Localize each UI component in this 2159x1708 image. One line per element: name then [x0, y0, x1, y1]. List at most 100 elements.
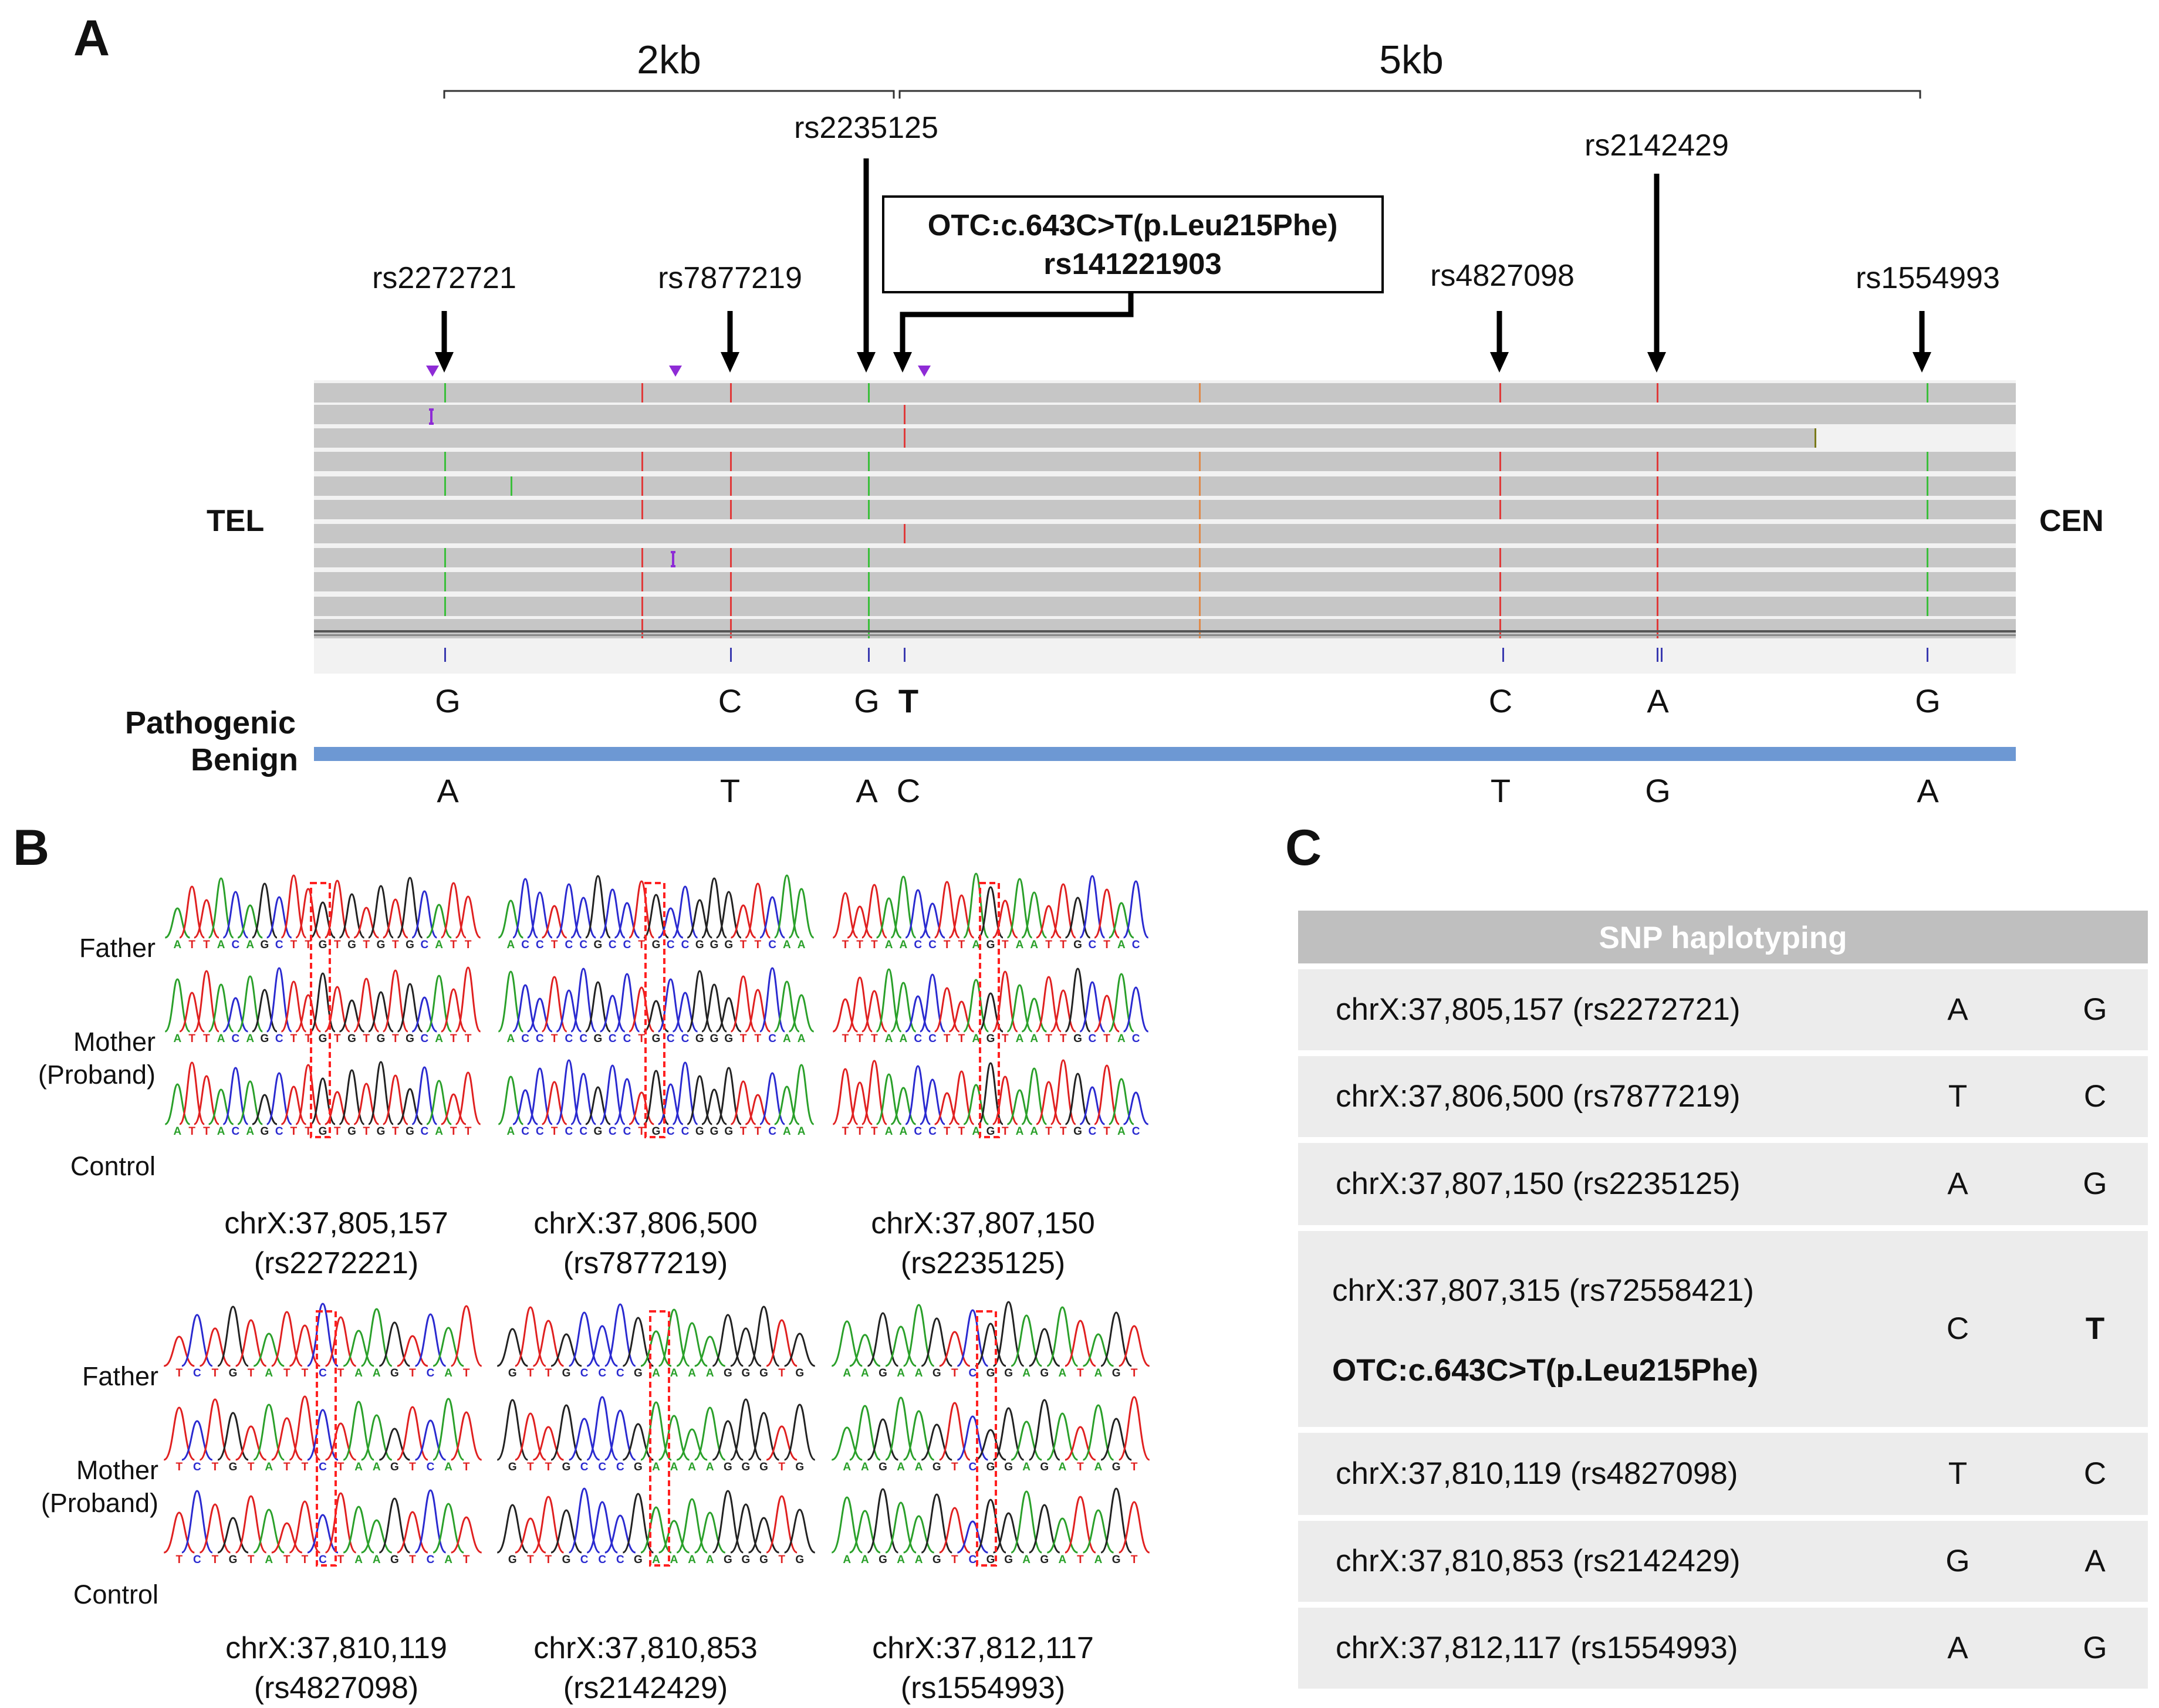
chromatogram-peak	[253, 1403, 285, 1461]
chromatogram-base-call: T	[856, 1033, 863, 1045]
chromatogram-peak	[271, 1417, 303, 1461]
chromatogram-base-call: A	[900, 939, 908, 951]
chromatogram-peak	[512, 878, 539, 939]
chromatogram-base-call: G	[879, 1367, 887, 1379]
chromatogram-peak	[496, 1328, 528, 1367]
chromatogram-peak	[237, 975, 263, 1033]
table-row: OTC:c.643C>T(p.Leu215Phe)chrX:37,807,315…	[1298, 1231, 2148, 1427]
panel-b-letter: B	[13, 820, 50, 876]
chromatogram-base-call: T	[203, 1125, 210, 1138]
table-cell-allele-1: A	[1947, 1166, 1968, 1201]
igv-mismatch-tick	[1499, 500, 1501, 519]
chromatogram-base-call: T	[290, 1033, 298, 1045]
chromatogram-base-call: G	[319, 1125, 327, 1138]
chromatogram-base-call: T	[248, 1461, 255, 1473]
chromatogram-peak	[441, 1093, 467, 1125]
chromatogram-peak	[217, 1412, 249, 1461]
chromatogram-base-call: C	[275, 1033, 283, 1045]
chromatogram-peak	[867, 1418, 899, 1461]
chromatogram-base-call: C	[1088, 1125, 1096, 1138]
chromatogram-base-call: A	[670, 1461, 678, 1473]
chromatogram-base-call: T	[551, 939, 558, 951]
chromatogram-base-call: C	[579, 939, 587, 951]
chromatogram-base-call: C	[667, 1033, 675, 1045]
chromatogram-base-call: C	[579, 1125, 587, 1138]
snp-label-rs2142429: rs2142429	[1584, 128, 1729, 163]
chromatogram-peak	[433, 1503, 464, 1554]
chromatogram-peak	[1094, 995, 1120, 1033]
chromatogram-base-call: T	[363, 1125, 370, 1138]
igv-mismatch-tick	[1657, 524, 1658, 543]
chromatogram-base-call: G	[1112, 1461, 1121, 1473]
chromatogram-peak	[948, 1070, 975, 1125]
chromatogram-peak	[832, 892, 859, 939]
igv-mismatch-tick	[444, 476, 446, 496]
chromatogram-base-call: A	[706, 1367, 714, 1379]
chromatogram-base-call: T	[545, 1367, 552, 1379]
chromatogram-base-call: G	[742, 1554, 751, 1566]
igv-mismatch-tick	[1499, 619, 1501, 638]
chromatogram-base-call: T	[856, 1125, 863, 1138]
chromatogram-peak	[343, 1330, 374, 1367]
igv-mismatch-tick	[868, 476, 870, 496]
chromatogram-peak	[289, 1324, 320, 1367]
chromatogram-peak	[556, 1059, 582, 1125]
chromatogram-base-call: C	[928, 939, 937, 951]
chromatogram-peak	[640, 1330, 672, 1367]
chromatogram-base-call: T	[409, 1367, 416, 1379]
igv-coverage-snp-tick	[904, 648, 906, 662]
chromatogram-base-call: A	[1030, 1125, 1038, 1138]
chromatogram-peak	[759, 1072, 785, 1125]
chromatogram-base-call: A	[1030, 939, 1038, 951]
chromatogram-peak	[253, 1332, 285, 1367]
igv-read-track	[314, 572, 2016, 591]
chromatogram-peak	[1046, 1412, 1078, 1461]
chromatogram-peak	[1079, 875, 1106, 939]
chromatogram-peak	[1021, 1067, 1048, 1125]
chromatogram-peak	[217, 1517, 249, 1554]
chromatogram-base-call: A	[783, 1033, 791, 1045]
igv-mismatch-tick	[641, 500, 643, 519]
igv-coverage-snp-tick	[1661, 648, 1663, 662]
chromatogram-base-call: T	[842, 1125, 849, 1138]
chromatogram-peak	[325, 1422, 357, 1461]
chromatogram-base-call: A	[915, 1461, 923, 1473]
chromatogram-base-call: C	[1088, 1033, 1096, 1045]
chromatogram-base-call: G	[932, 1554, 941, 1566]
chromatogram-peak	[496, 1399, 528, 1461]
chromatogram-peak	[515, 1412, 546, 1461]
chromatogram-base-call: T	[188, 1125, 195, 1138]
chromatogram-peak	[163, 1335, 195, 1367]
chromatogram-peak	[455, 895, 481, 939]
chromatogram-base-call: A	[861, 1554, 869, 1566]
igv-read-track	[314, 405, 2016, 424]
chromatogram-base-call: A	[972, 1125, 980, 1138]
chromatogram-base-call: T	[392, 1033, 399, 1045]
chromatogram-base-call: C	[609, 939, 617, 951]
chromatogram-base-call: A	[1016, 1125, 1024, 1138]
chromatogram-peak	[963, 979, 989, 1033]
benign-allele: T	[719, 772, 741, 809]
chromatogram-peak	[773, 874, 800, 939]
chromatogram-peak	[361, 1414, 393, 1461]
chromatogram-base-call: A	[1058, 1367, 1066, 1379]
chromatogram-peak	[672, 1061, 698, 1125]
chromatogram-base-call: G	[724, 1461, 732, 1473]
chromatogram-base-call: G	[1040, 1367, 1049, 1379]
chromatogram-peak	[676, 1322, 708, 1367]
chromatogram-peak	[934, 881, 960, 939]
igv-mismatch-tick	[730, 572, 732, 591]
chromatogram-base-call: G	[1004, 1461, 1013, 1473]
chromatogram-peak	[397, 1511, 428, 1554]
chromatogram-peak	[640, 1401, 672, 1461]
chromatogram-base-call: A	[688, 1554, 696, 1566]
row-label-father-top: Father	[79, 933, 156, 963]
chromatogram-peak	[426, 904, 452, 939]
igv-mismatch-tick	[1499, 383, 1501, 403]
chromatogram-base-call: C	[536, 1125, 544, 1138]
benign-label: Benign	[191, 742, 298, 777]
chromatogram-base-call: C	[609, 1033, 617, 1045]
igv-mismatch-tick	[1199, 619, 1201, 638]
chromatogram-base-call: T	[755, 939, 762, 951]
